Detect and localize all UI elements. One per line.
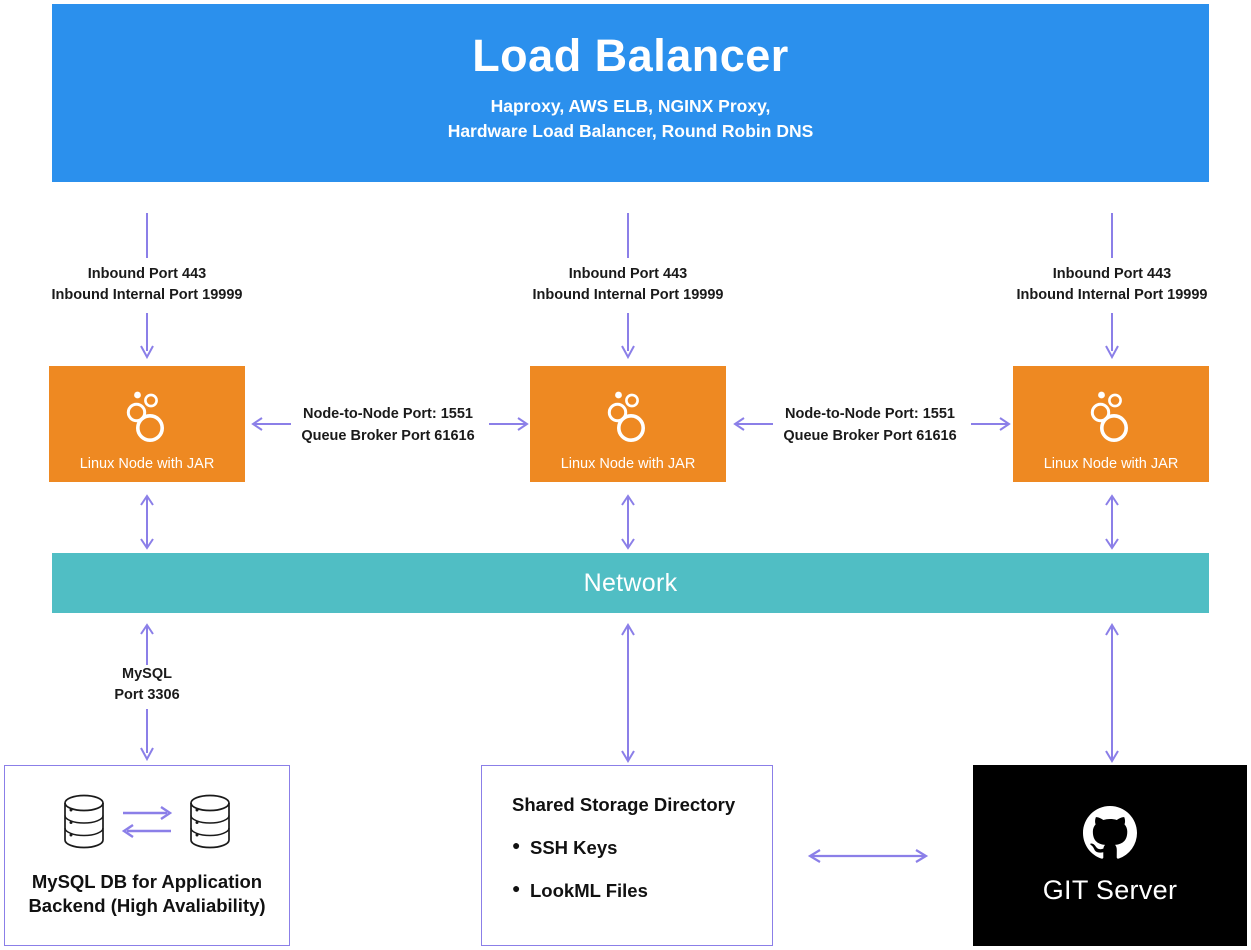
linux-node-1-label: Linux Node with JAR <box>79 455 215 472</box>
git-server-box[interactable]: GIT Server <box>973 765 1247 946</box>
looker-logo-icon <box>605 387 651 450</box>
inbound-port-label-1-line-2: Inbound Internal Port 19999 <box>51 287 243 304</box>
load-balancer-subtitle-line-1: Haproxy, AWS ELB, NGINX Proxy, <box>490 95 771 116</box>
network-bar: Network <box>52 553 1209 613</box>
node-link-label-2: Node-to-Node Port: 1551 Queue Broker Por… <box>773 404 967 448</box>
looker-logo-icon <box>124 387 170 450</box>
shared-storage-box: Shared Storage Directory SSH Keys LookML… <box>481 765 773 946</box>
shared-storage-to-git-arrow <box>807 849 929 863</box>
github-octocat-icon <box>1083 805 1137 865</box>
node-to-network-arrow-2 <box>621 494 635 550</box>
mysql-connection-label-line-1: MySQL <box>122 666 172 682</box>
node-link-label-1: Node-to-Node Port: 1551 Queue Broker Por… <box>291 404 485 448</box>
shared-storage-list: SSH Keys LookML Files <box>512 837 772 902</box>
node-link-label-2-line-2: Queue Broker Port 61616 <box>783 427 957 444</box>
list-item: SSH Keys <box>512 837 772 859</box>
linux-node-2[interactable]: Linux Node with JAR <box>530 366 726 482</box>
linux-node-3-label: Linux Node with JAR <box>1043 455 1179 472</box>
inbound-port-label-1-line-1: Inbound Port 443 <box>87 266 207 282</box>
inbound-port-label-2-line-1: Inbound Port 443 <box>568 266 688 282</box>
mysql-database-caption-line-2: Backend (High Avaliability) <box>28 895 266 916</box>
database-replication-group <box>60 793 234 856</box>
lb-to-node-arrow-2 <box>621 313 635 360</box>
inbound-port-label-3-line-1: Inbound Port 443 <box>1052 266 1172 282</box>
network-to-database-arrow-top <box>140 623 154 665</box>
node-link-arrow-right-2 <box>971 417 1011 431</box>
load-balancer-subtitle-line-2: Hardware Load Balancer, Round Robin DNS <box>447 121 814 142</box>
node-link-arrow-right-1 <box>489 417 529 431</box>
lb-to-node-connector-top-2 <box>627 213 629 258</box>
database-cylinder-icon <box>60 793 108 856</box>
node-link-arrow-left-1 <box>251 417 291 431</box>
linux-node-1[interactable]: Linux Node with JAR <box>49 366 245 482</box>
inbound-port-label-3-line-2: Inbound Internal Port 19999 <box>1016 287 1208 304</box>
inbound-port-label-2: Inbound Port 443 Inbound Internal Port 1… <box>502 264 754 306</box>
git-server-label: GIT Server <box>1042 874 1178 905</box>
lb-to-node-arrow-1 <box>140 313 154 360</box>
node-link-label-1-line-1: Node-to-Node Port: 1551 <box>303 406 473 422</box>
load-balancer-title: Load Balancer <box>472 30 789 81</box>
network-label: Network <box>583 568 678 597</box>
mysql-connection-label: MySQL Port 3306 <box>47 664 247 706</box>
mysql-connection-label-line-2: Port 3306 <box>114 687 180 704</box>
network-to-shared-storage-arrow <box>621 623 635 763</box>
network-to-database-arrow-bottom <box>140 709 154 762</box>
inbound-port-label-1: Inbound Port 443 Inbound Internal Port 1… <box>21 264 273 306</box>
node-to-network-arrow-3 <box>1105 494 1119 550</box>
network-to-git-server-arrow <box>1105 623 1119 763</box>
node-link-label-2-line-1: Node-to-Node Port: 1551 <box>785 406 955 422</box>
load-balancer-subtitle: Haproxy, AWS ELB, NGINX Proxy, Hardware … <box>448 94 814 145</box>
inbound-port-label-2-line-2: Inbound Internal Port 19999 <box>532 287 724 304</box>
linux-node-2-label: Linux Node with JAR <box>560 455 696 472</box>
load-balancer-box: Load Balancer Haproxy, AWS ELB, NGINX Pr… <box>52 4 1209 182</box>
looker-logo-icon <box>1088 387 1134 450</box>
lb-to-node-connector-top-1 <box>146 213 148 258</box>
mysql-database-caption: MySQL DB for Application Backend (High A… <box>28 870 265 919</box>
node-link-arrow-left-2 <box>733 417 773 431</box>
node-link-label-1-line-2: Queue Broker Port 61616 <box>301 427 475 444</box>
database-cylinder-icon <box>186 793 234 856</box>
lb-to-node-arrow-3 <box>1105 313 1119 360</box>
node-to-network-arrow-1 <box>140 494 154 550</box>
list-item: LookML Files <box>512 880 772 902</box>
lb-to-node-connector-top-3 <box>1111 213 1113 258</box>
mysql-database-caption-line-1: MySQL DB for Application <box>31 870 263 892</box>
linux-node-3[interactable]: Linux Node with JAR <box>1013 366 1209 482</box>
inbound-port-label-3: Inbound Port 443 Inbound Internal Port 1… <box>986 264 1238 306</box>
shared-storage-title: Shared Storage Directory <box>512 794 736 815</box>
bidirectional-replication-arrows-icon <box>120 802 174 847</box>
mysql-database-box: MySQL DB for Application Backend (High A… <box>4 765 290 946</box>
